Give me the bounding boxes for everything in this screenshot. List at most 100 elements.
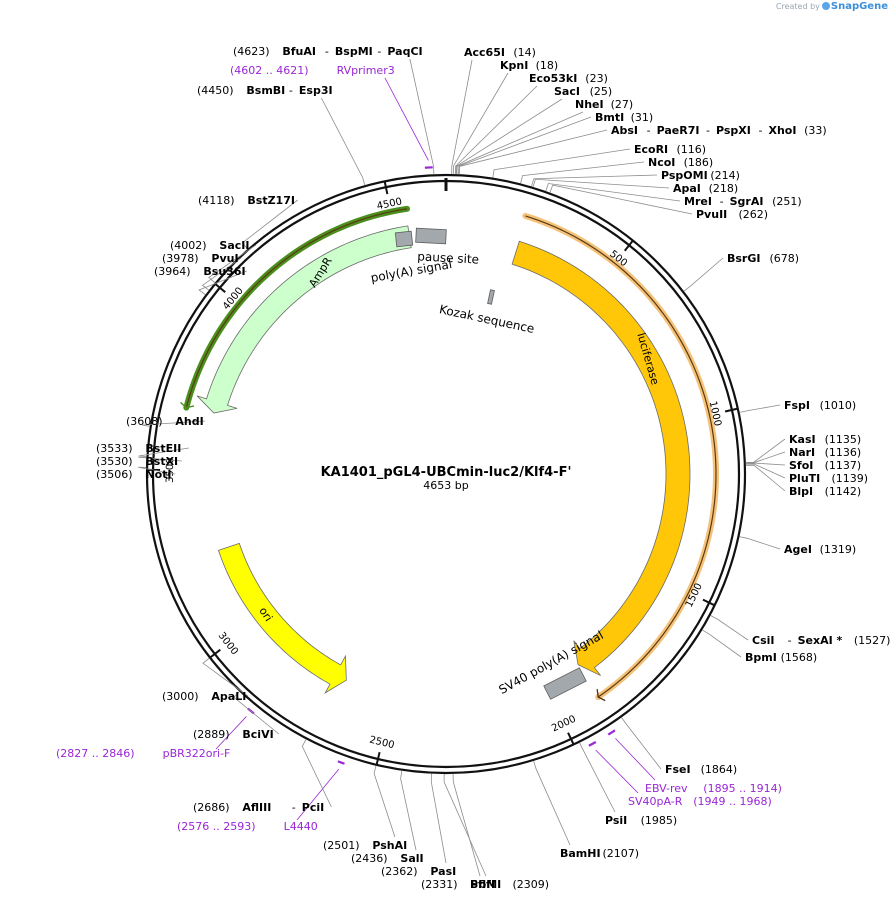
enzyme-name[interactable]: AbsI (611, 124, 638, 137)
enzyme-name[interactable]: AgeI (784, 543, 812, 556)
enzyme-name[interactable]: NcoI (648, 156, 675, 169)
leader-line (532, 178, 670, 189)
enzyme-name[interactable]: BstXI (145, 455, 178, 468)
enzyme-name[interactable]: FspI (784, 399, 810, 412)
enzyme-name[interactable]: FseI (665, 763, 691, 776)
primer-range: (4602 .. 4621) (230, 64, 309, 77)
leader-line (739, 404, 781, 413)
enzyme-name[interactable]: KasI (789, 433, 816, 446)
enzyme-name[interactable]: PasI (430, 865, 456, 878)
primer-range: (2576 .. 2593) (177, 820, 256, 833)
site-position: (3530) (96, 455, 133, 468)
leader-line (233, 691, 280, 735)
site-position: (1137) (825, 459, 862, 472)
enzyme-name[interactable]: SbfI (470, 878, 495, 891)
kozak-feature-box[interactable] (487, 289, 495, 305)
leader-line (458, 129, 608, 175)
leader-line (745, 462, 786, 466)
enzyme-name[interactable]: PspXI (716, 124, 751, 137)
pause-feature-box[interactable] (415, 227, 447, 245)
enzyme-name[interactable]: ApaI (673, 182, 701, 195)
primer-name[interactable]: SV40pA-R (628, 795, 683, 808)
enzyme-name[interactable]: PluTI (789, 472, 820, 485)
primer-name[interactable]: EBV-rev (645, 782, 688, 795)
backbone (145, 173, 747, 775)
enzyme-name[interactable]: PvuII (696, 208, 727, 221)
enzyme-name[interactable]: SacII (219, 239, 249, 252)
enzyme-name[interactable]: ApaLI (211, 690, 246, 703)
leader-line (683, 257, 724, 292)
enzyme-name[interactable]: PaqCI (387, 45, 422, 58)
enzyme-name[interactable]: BpmI (745, 651, 777, 664)
enzyme-name[interactable]: BspMI (335, 45, 373, 58)
enzyme-name[interactable]: BstZ17I (247, 194, 295, 207)
site-position: (251) (772, 195, 802, 208)
luciferase-highlight-arrowhead (596, 689, 606, 702)
ampr-feature-arrow[interactable] (196, 225, 412, 414)
plasmid-name: KA1401_pGL4-UBCmin-luc2/Klf4-F' (321, 465, 572, 480)
separator: - (788, 634, 792, 647)
enzyme-name[interactable]: AhdI (175, 415, 203, 428)
primer-mark[interactable] (607, 729, 616, 736)
leader-line (549, 184, 693, 215)
enzyme-name[interactable]: BfuAI (282, 45, 316, 58)
primer-name[interactable]: L4440 (284, 820, 318, 833)
primer-name[interactable]: pBR322ori-F (163, 747, 231, 760)
enzyme-name[interactable]: PvuI (211, 252, 238, 265)
enzyme-name[interactable]: MreI (684, 195, 712, 208)
enzyme-name[interactable]: BsrGI (727, 252, 760, 265)
enzyme-name[interactable]: CsiI (752, 634, 774, 647)
enzyme-name[interactable]: NheI (575, 98, 604, 111)
leader-line (710, 615, 749, 641)
enzyme-name[interactable]: SexAI * (798, 634, 843, 647)
primer-name[interactable]: RVprimer3 (337, 64, 395, 77)
enzyme-name[interactable]: SgrAI (730, 195, 764, 208)
site-position: (4002) (170, 239, 207, 252)
site-position: (18) (536, 59, 559, 72)
enzyme-name[interactable]: BamHI (560, 847, 601, 860)
enzyme-name[interactable]: BlpI (789, 485, 813, 498)
ori-feature-arrow[interactable] (217, 542, 347, 694)
enzyme-name[interactable]: XhoI (769, 124, 797, 137)
separator: - (647, 124, 651, 137)
enzyme-name[interactable]: Eco53kI (529, 72, 577, 85)
tick-mark-1500 (702, 598, 716, 607)
enzyme-name[interactable]: PciI (302, 801, 324, 814)
separator: - (706, 124, 710, 137)
primer-range: (1895 .. 1914) (703, 782, 782, 795)
primer-mark[interactable] (588, 741, 597, 747)
enzyme-name[interactable]: NotI (145, 468, 171, 481)
leader-line (451, 59, 473, 175)
luciferase-feature-arrow[interactable] (511, 240, 691, 676)
enzyme-name[interactable]: SacI (554, 85, 580, 98)
leader-line (745, 451, 786, 464)
site-position: (1135) (825, 433, 862, 446)
enzyme-name[interactable]: Esp3I (299, 84, 333, 97)
enzyme-name[interactable]: AflIII (242, 801, 271, 814)
leader-line (745, 463, 786, 479)
enzyme-name[interactable]: SfoI (789, 459, 813, 472)
enzyme-name[interactable]: SalI (400, 852, 423, 865)
enzyme-name[interactable]: PspOMI (661, 169, 708, 182)
enzyme-name[interactable]: Acc65I (464, 46, 505, 59)
enzyme-name[interactable]: BstEII (145, 442, 181, 455)
enzyme-name[interactable]: KpnI (500, 59, 528, 72)
enzyme-name[interactable]: PaeR7I (657, 124, 700, 137)
enzyme-name[interactable]: BciVI (242, 728, 273, 741)
polya-feature-box[interactable] (394, 230, 414, 248)
primer-mark[interactable] (337, 760, 345, 765)
enzyme-name[interactable]: PsiI (605, 814, 627, 827)
enzyme-name[interactable]: BmtI (595, 111, 624, 124)
enzyme-name[interactable]: BsmBI (246, 84, 285, 97)
leader-line (241, 199, 298, 250)
sv40-feature-box[interactable] (543, 667, 587, 700)
enzyme-name[interactable]: EcoRI (634, 143, 668, 156)
separator: - (720, 195, 724, 208)
enzyme-name[interactable]: PflMI (470, 878, 501, 891)
enzyme-name[interactable]: Bsu36I (203, 265, 245, 278)
kozak-feature-label: Kozak sequence (438, 302, 536, 336)
enzyme-name[interactable]: NarI (789, 446, 815, 459)
separator: - (759, 124, 763, 137)
enzyme-name[interactable]: PshAI (372, 839, 407, 852)
